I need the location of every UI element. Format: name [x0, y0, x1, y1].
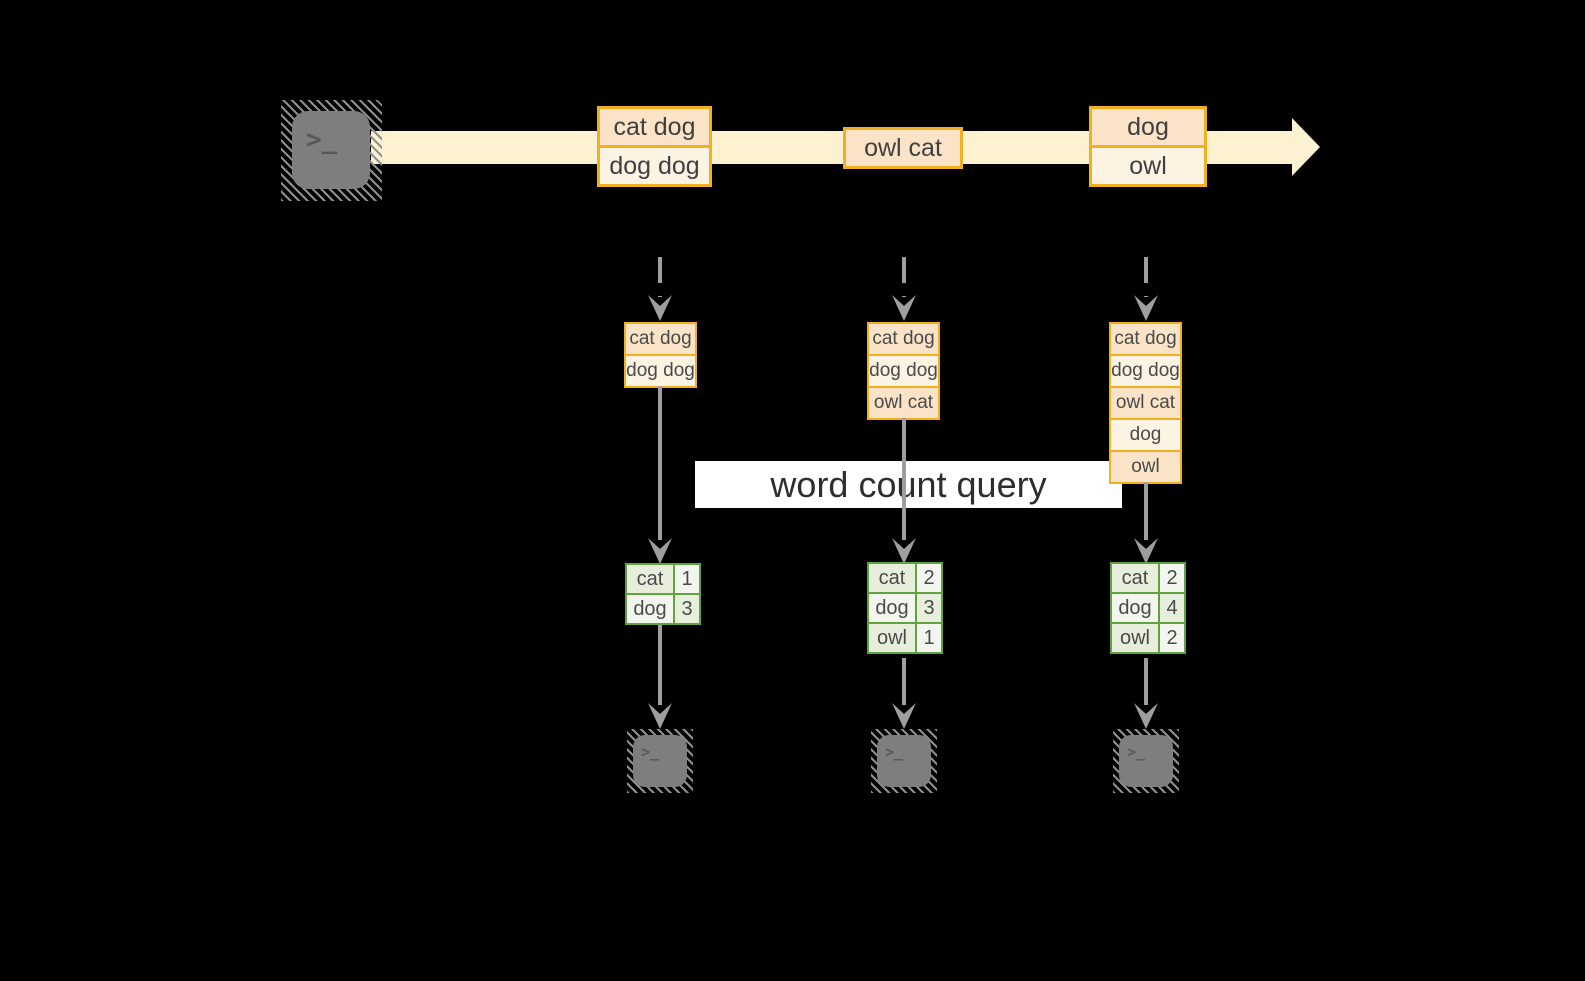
stream-word-line: dog dog	[600, 145, 709, 184]
word-cell: cat	[1112, 564, 1158, 592]
word-cell: owl	[1112, 624, 1158, 652]
count-cell: 2	[917, 564, 941, 592]
terminal-body: >_	[292, 111, 370, 189]
query-arrowhead-icon-1	[648, 538, 672, 564]
count-cell: 4	[1160, 594, 1184, 622]
query-arrow-line-3	[1144, 482, 1148, 540]
terminal-prompt-icon: >_	[306, 125, 338, 155]
count-table-1: cat 1 dog 3	[625, 563, 701, 625]
stream-batch-1: cat dog dog dog	[597, 106, 712, 187]
query-arrow-line-1	[658, 386, 662, 540]
buffer-row: owl cat	[869, 386, 938, 418]
ingest-arrow-line-1	[658, 257, 662, 297]
count-cell: 2	[1160, 564, 1184, 592]
stream-word-line: cat dog	[600, 109, 709, 145]
ingest-arrow-line-2	[902, 257, 906, 297]
sink-arrowhead-icon-3	[1134, 703, 1158, 729]
stream-word-line: owl	[1092, 145, 1204, 184]
word-cell: cat	[869, 564, 915, 592]
count-cell: 1	[917, 624, 941, 652]
buffer-stack-3: cat dog dog dog owl cat dog owl	[1109, 322, 1182, 484]
sink-arrowhead-icon-1	[648, 703, 672, 729]
count-cell: 1	[675, 565, 699, 593]
count-table-3: cat 2 dog 4 owl 2	[1110, 562, 1186, 654]
ingest-arrow-line-3	[1144, 257, 1148, 297]
buffer-stack-1: cat dog dog dog	[624, 322, 697, 388]
buffer-row: dog dog	[626, 354, 695, 386]
word-cell: dog	[627, 595, 673, 623]
buffer-row: cat dog	[626, 324, 695, 354]
buffer-row: owl cat	[1111, 386, 1180, 418]
ingest-arrowhead-icon-3	[1134, 295, 1158, 321]
word-cell: dog	[1112, 594, 1158, 622]
sink-terminal-icon-3: >_	[1113, 729, 1179, 793]
buffer-row: dog dog	[1111, 354, 1180, 386]
query-arrowhead-icon-3	[1134, 538, 1158, 564]
buffer-row: dog dog	[869, 354, 938, 386]
sink-arrow-line-3	[1144, 658, 1148, 705]
terminal-body: >_	[1119, 735, 1173, 787]
sink-arrow-line-1	[658, 625, 662, 705]
source-terminal-icon: >_	[281, 100, 382, 201]
count-cell: 3	[675, 595, 699, 623]
terminal-prompt-icon: >_	[885, 743, 904, 761]
query-label: word count query	[695, 461, 1122, 508]
query-arrowhead-icon-2	[892, 538, 916, 564]
ingest-arrowhead-icon-2	[892, 295, 916, 321]
stream-batch-3: dog owl	[1089, 106, 1207, 187]
ingest-arrowhead-icon-1	[648, 295, 672, 321]
buffer-row: owl	[1111, 450, 1180, 482]
count-cell: 2	[1160, 624, 1184, 652]
buffer-stack-2: cat dog dog dog owl cat	[867, 322, 940, 420]
query-label-text: word count query	[770, 463, 1047, 505]
count-cell: 3	[917, 594, 941, 622]
buffer-row: dog	[1111, 418, 1180, 450]
stream-arrowhead-icon	[1292, 118, 1320, 176]
buffer-row: cat dog	[1111, 324, 1180, 354]
terminal-body: >_	[633, 735, 687, 787]
sink-arrow-line-2	[902, 658, 906, 705]
word-cell: owl	[869, 624, 915, 652]
terminal-prompt-icon: >_	[1127, 743, 1146, 761]
stream-word-line: owl cat	[846, 130, 960, 166]
buffer-row: cat dog	[869, 324, 938, 354]
stream-batch-2: owl cat	[843, 127, 963, 169]
word-cell: cat	[627, 565, 673, 593]
query-arrow-line-2	[902, 418, 906, 540]
terminal-prompt-icon: >_	[641, 743, 660, 761]
sink-terminal-icon-2: >_	[871, 729, 937, 793]
stream-word-line: dog	[1092, 109, 1204, 145]
terminal-body: >_	[877, 735, 931, 787]
sink-arrowhead-icon-2	[892, 703, 916, 729]
count-table-2: cat 2 dog 3 owl 1	[867, 562, 943, 654]
word-cell: dog	[869, 594, 915, 622]
sink-terminal-icon-1: >_	[627, 729, 693, 793]
